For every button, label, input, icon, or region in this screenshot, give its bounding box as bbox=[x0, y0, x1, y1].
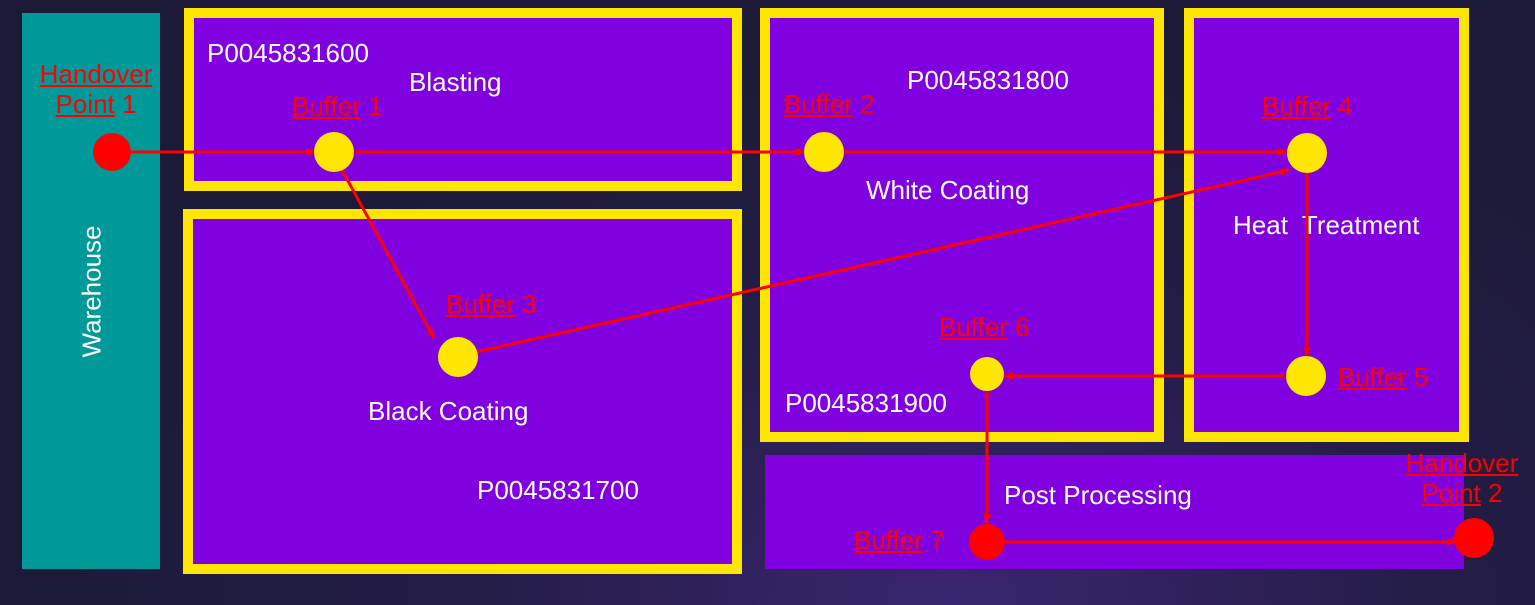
heat-treatment-zone bbox=[1184, 8, 1469, 442]
buffer-3-num: 3 bbox=[522, 289, 537, 319]
buffer-6-num: 6 bbox=[1015, 312, 1030, 342]
handover-point-1-word1: Handover bbox=[39, 59, 153, 89]
buffer-6-label: Buffer 6 bbox=[939, 314, 1030, 340]
black-coating-id: P0045831700 bbox=[477, 475, 639, 505]
buffer-3-label: Buffer 3 bbox=[446, 291, 537, 317]
flow-arrow-buffer1-buffer3 bbox=[340, 169, 436, 339]
handover-point-2-num: 2 bbox=[1488, 477, 1503, 508]
warehouse-zone: Warehouse bbox=[22, 13, 160, 569]
white-coating-name: White Coating bbox=[866, 175, 1030, 205]
handover-point-1-dot bbox=[93, 133, 131, 171]
buffer-2-num: 2 bbox=[860, 89, 875, 119]
buffer-6-word: Buffer bbox=[939, 312, 1008, 342]
black-coating-name: Black Coating bbox=[368, 396, 529, 426]
black-coating-zone bbox=[183, 209, 742, 574]
flow-arrow-buffer3-buffer4 bbox=[475, 168, 1291, 354]
buffer-4-label: Buffer 4 bbox=[1262, 93, 1353, 119]
blasting-zone bbox=[184, 8, 742, 191]
buffer-1-num: 1 bbox=[368, 91, 383, 121]
blasting-id: P0045831600 bbox=[207, 38, 369, 68]
handover-point-1-word2: Point bbox=[55, 88, 115, 119]
handover-point-2-dot bbox=[1454, 518, 1494, 558]
handover-point-2-word1: Handover bbox=[1405, 448, 1519, 478]
white-coating-zone bbox=[760, 8, 1164, 442]
buffer-4-word: Buffer bbox=[1262, 91, 1331, 121]
white-coating-id-bottom: P0045831900 bbox=[785, 388, 947, 418]
post-processing-zone bbox=[765, 455, 1464, 569]
buffer-7-num: 7 bbox=[930, 525, 945, 555]
handover-point-1-num: 1 bbox=[122, 88, 137, 119]
buffer-4-num: 4 bbox=[1338, 91, 1353, 121]
handover-point-2-label: Handover Point 2 bbox=[1393, 448, 1531, 509]
buffer-5-label: Buffer 5 bbox=[1338, 364, 1429, 390]
blasting-name: Blasting bbox=[409, 67, 502, 97]
buffer-5-dot bbox=[1286, 356, 1326, 396]
handover-point-1-label: Handover Point 1 bbox=[28, 59, 164, 120]
buffer-4-dot bbox=[1287, 133, 1327, 173]
buffer-2-dot bbox=[804, 132, 844, 172]
buffer-7-word: Buffer bbox=[854, 525, 923, 555]
buffer-7-dot bbox=[969, 524, 1005, 560]
buffer-2-word: Buffer bbox=[784, 89, 853, 119]
buffer-7-label: Buffer 7 bbox=[854, 527, 945, 553]
heat-treatment-name: Heat Treatment bbox=[1233, 210, 1420, 240]
buffer-1-word: Buffer bbox=[292, 91, 361, 121]
white-coating-id-top: P0045831800 bbox=[907, 65, 1069, 95]
buffer-6-dot bbox=[970, 357, 1004, 391]
handover-point-2-word2: Point bbox=[1421, 477, 1481, 508]
buffer-1-dot bbox=[314, 132, 354, 172]
buffer-3-dot bbox=[438, 337, 478, 377]
buffer-5-num: 5 bbox=[1414, 362, 1429, 392]
buffer-3-word: Buffer bbox=[446, 289, 515, 319]
buffer-1-label: Buffer 1 bbox=[292, 93, 383, 119]
post-processing-name: Post Processing bbox=[1004, 480, 1192, 510]
buffer-5-word: Buffer bbox=[1338, 362, 1407, 392]
buffer-2-label: Buffer 2 bbox=[784, 91, 875, 117]
